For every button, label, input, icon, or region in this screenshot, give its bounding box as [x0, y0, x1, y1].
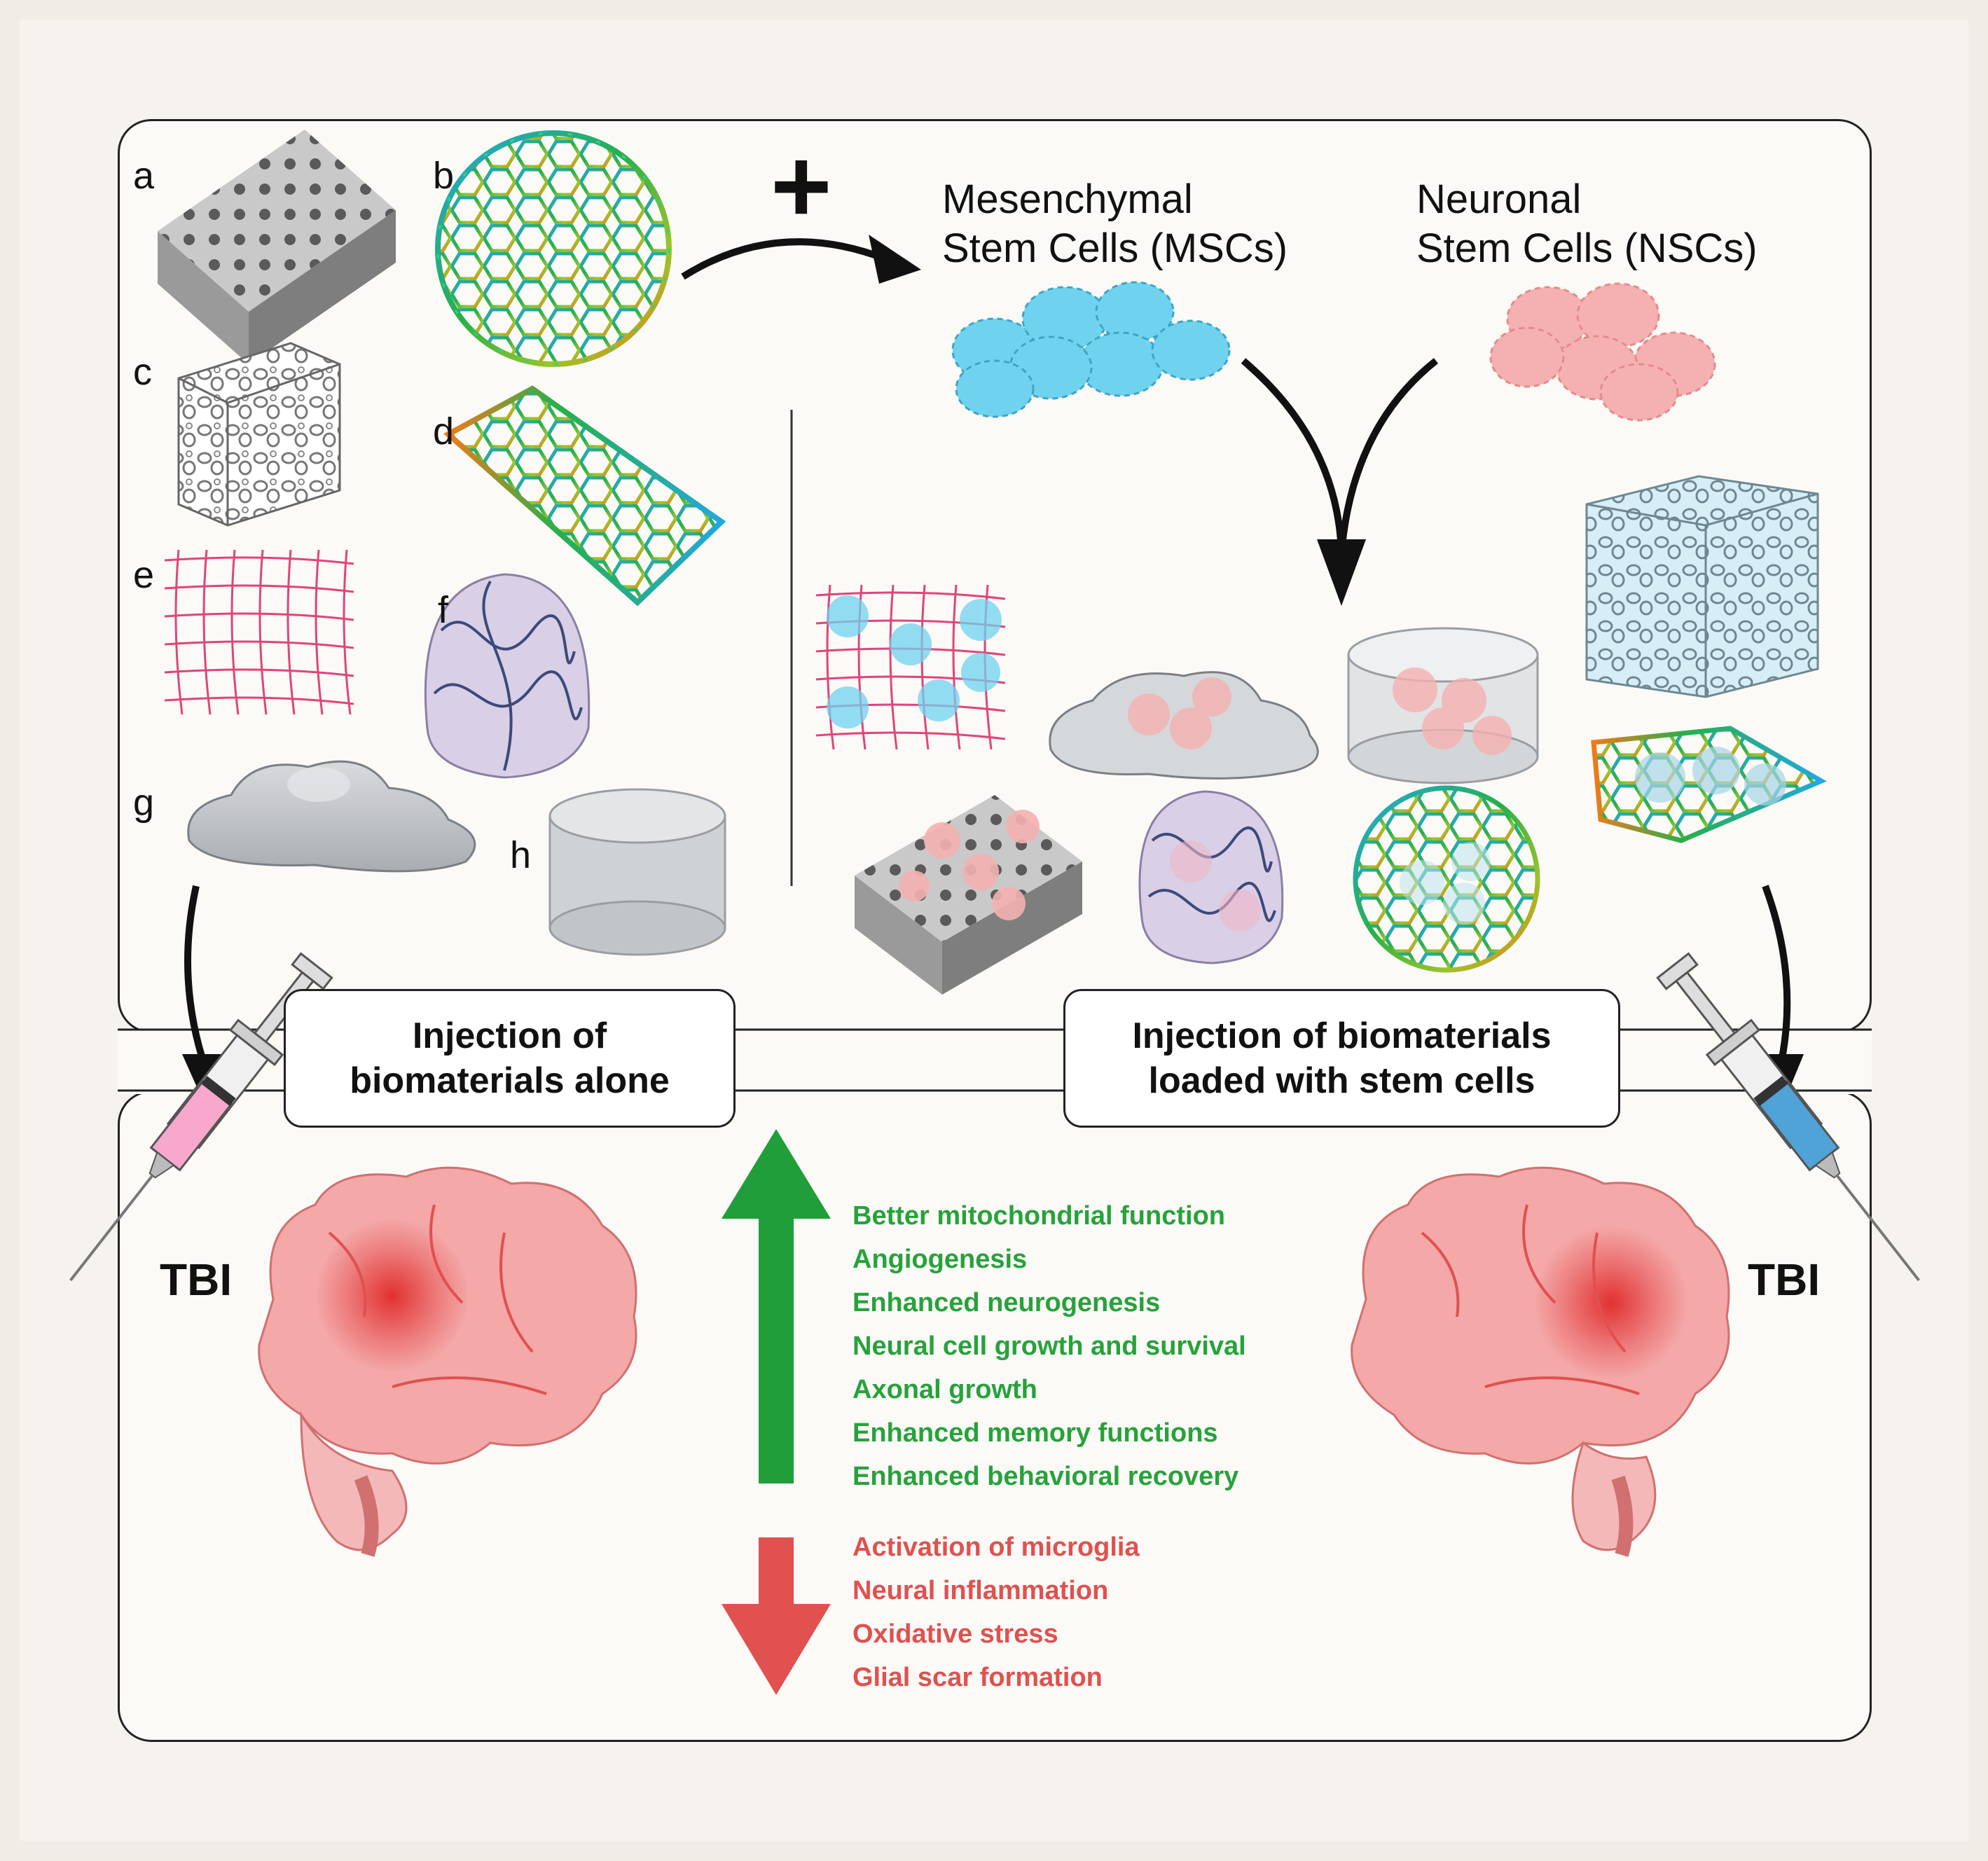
label-g: g — [133, 782, 155, 824]
beneficial-effect-item: Axonal growth — [853, 1375, 1037, 1404]
material-d-nanotube — [443, 385, 726, 607]
beneficial-effect-item: Neural cell growth and survival — [853, 1331, 1246, 1361]
brain-right — [1351, 1166, 1730, 1557]
label-a: a — [133, 155, 155, 197]
beneficial-effect-item: Better mitochondrial function — [853, 1201, 1225, 1231]
msc-cell-cluster — [951, 281, 1231, 418]
loaded-cylinder — [1347, 627, 1539, 784]
beneficial-effect-item: Enhanced neurogenesis — [853, 1288, 1161, 1317]
brain-left — [258, 1166, 637, 1557]
msc-title-line1: Mesenchymal — [942, 177, 1193, 222]
injection-alone-line2: biomaterials alone — [350, 1060, 670, 1101]
loaded-mesh — [815, 584, 1006, 750]
plus-sign: + — [771, 127, 832, 244]
syringe-right — [1656, 952, 1920, 1282]
beneficial-effect-item: Angiogenesis — [853, 1245, 1028, 1274]
merge-arrow-right — [1338, 358, 1439, 554]
injection-loaded-line2: loaded with stem cells — [1148, 1060, 1535, 1101]
label-b: b — [433, 155, 455, 197]
msc-title-line2: Stem Cells (MSCs) — [942, 226, 1288, 271]
loaded-fullerene — [1353, 785, 1540, 973]
nsc-title: Neuronal Stem Cells (NSCs) — [1416, 175, 1758, 273]
msc-title: Mesenchymal Stem Cells (MSCs) — [942, 175, 1288, 273]
tbi-label-right: TBI — [1748, 1254, 1821, 1305]
reduced-effect-item: Neural inflammation — [853, 1576, 1109, 1605]
up-arrow — [759, 1205, 794, 1483]
injection-loaded-box: Injection of biomaterials loaded with st… — [1063, 989, 1620, 1128]
label-f: f — [438, 589, 449, 631]
material-h-cylinder — [548, 788, 726, 956]
material-a-perforated-scaffold — [158, 130, 396, 364]
material-e-fiber-mesh — [164, 549, 354, 715]
down-arrow — [759, 1537, 794, 1611]
label-e: e — [133, 554, 155, 596]
loaded-nanotube — [1591, 726, 1827, 843]
material-c-porous-foam — [177, 342, 341, 527]
label-h: h — [510, 834, 532, 876]
nsc-cell-cluster — [1489, 282, 1716, 422]
loaded-perforated-scaffold — [855, 795, 1082, 995]
beneficial-effect-item: Enhanced memory functions — [853, 1418, 1218, 1448]
nsc-title-line2: Stem Cells (NSCs) — [1416, 226, 1758, 271]
loaded-dome — [1138, 790, 1284, 964]
material-f-hydrogel-dome — [424, 573, 591, 779]
loaded-foam-cube — [1585, 475, 1819, 698]
injection-loaded-line1: Injection of biomaterials — [1132, 1016, 1552, 1056]
label-d: d — [433, 410, 455, 452]
label-c: c — [133, 351, 152, 393]
nsc-title-line1: Neuronal — [1416, 177, 1582, 222]
injection-alone-line1: Injection of — [412, 1016, 607, 1056]
merge-arrow-left — [1241, 358, 1345, 554]
tbi-label-left: TBI — [160, 1254, 233, 1305]
arrow-left-down — [184, 885, 210, 1073]
arrow-to-cells — [681, 238, 888, 280]
injection-alone-box: Injection of biomaterials alone — [284, 989, 736, 1128]
beneficial-effect-item: Enhanced behavioral recovery — [853, 1462, 1239, 1491]
material-b-fullerene — [435, 130, 672, 367]
reduced-effect-item: Glial scar formation — [853, 1663, 1103, 1692]
material-g-grey-gel — [187, 760, 476, 873]
loaded-gel — [1049, 671, 1319, 780]
arrow-right-down — [1762, 885, 1791, 1073]
reduced-effect-item: Oxidative stress — [853, 1619, 1058, 1649]
reduced-effect-item: Activation of microglia — [853, 1533, 1140, 1562]
